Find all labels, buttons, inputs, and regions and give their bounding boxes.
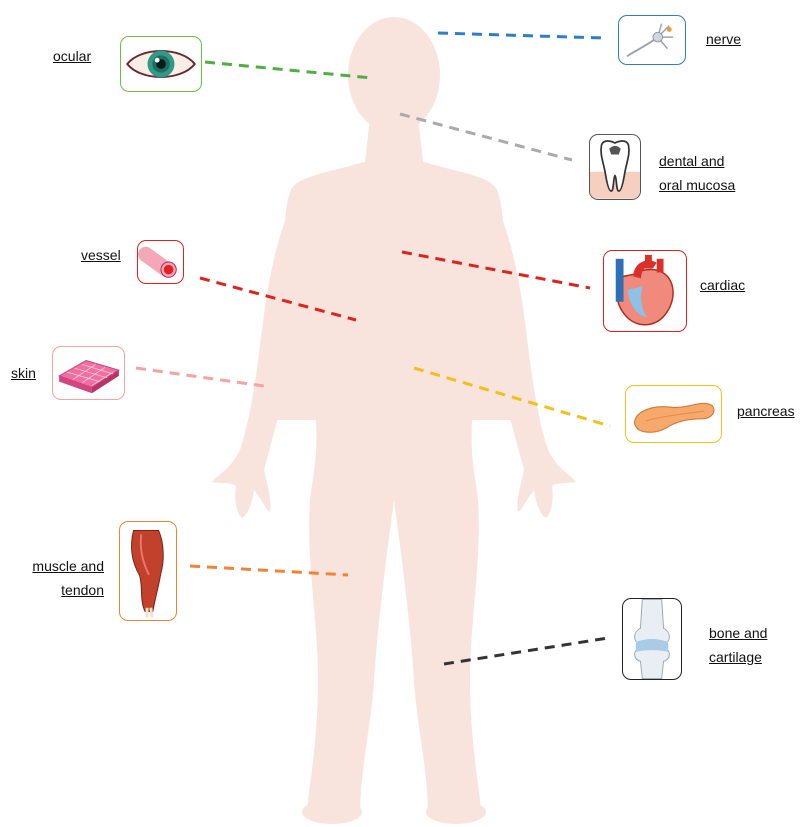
muscle-card (119, 521, 177, 621)
label-pancreas: pancreas (737, 402, 795, 420)
human-silhouette (212, 17, 576, 824)
nerve-card (618, 15, 686, 65)
tooth-icon (590, 135, 640, 199)
cardiac-card (603, 250, 687, 332)
label-line: dental and (659, 152, 735, 170)
label-line: cardiac (700, 276, 745, 294)
connector-nerve (438, 33, 604, 38)
label-line: ocular (53, 47, 91, 65)
silhouette-head (348, 17, 440, 133)
heart-icon (604, 251, 686, 331)
vessel-icon (138, 241, 183, 283)
pancreas-icon (626, 386, 721, 442)
joint-icon (623, 599, 681, 679)
label-line: tendon (16, 581, 104, 599)
connector-dental (400, 114, 572, 160)
label-line: cartilage (709, 648, 767, 666)
label-cardiac: cardiac (700, 276, 745, 294)
ocular-card (120, 36, 202, 92)
label-muscle: muscle and tendon (16, 557, 104, 599)
label-line: vessel (81, 246, 121, 264)
eye-icon (121, 37, 201, 91)
label-ocular: ocular (53, 47, 91, 65)
dental-card (589, 134, 641, 200)
silhouette-left-foot (302, 800, 362, 824)
label-vessel: vessel (81, 246, 121, 264)
label-line: skin (11, 364, 36, 382)
label-nerve: nerve (706, 30, 741, 48)
skin-cells-icon (53, 347, 124, 399)
label-bone: bone and cartilage (709, 624, 767, 666)
skin-card (52, 346, 125, 400)
label-dental: dental and oral mucosa (659, 152, 735, 194)
label-skin: skin (11, 364, 36, 382)
label-line: bone and (709, 624, 767, 642)
label-line: oral mucosa (659, 176, 735, 194)
bone-card (622, 598, 682, 680)
vessel-card (137, 240, 184, 284)
label-line: muscle and (16, 557, 104, 575)
muscle-icon (120, 522, 176, 620)
silhouette-right-foot (426, 800, 486, 824)
connector-skin (136, 368, 264, 386)
label-line: nerve (706, 30, 741, 48)
connector-ocular (205, 62, 372, 78)
pancreas-card (625, 385, 722, 443)
neuron-icon (619, 16, 685, 64)
label-line: pancreas (737, 402, 795, 420)
